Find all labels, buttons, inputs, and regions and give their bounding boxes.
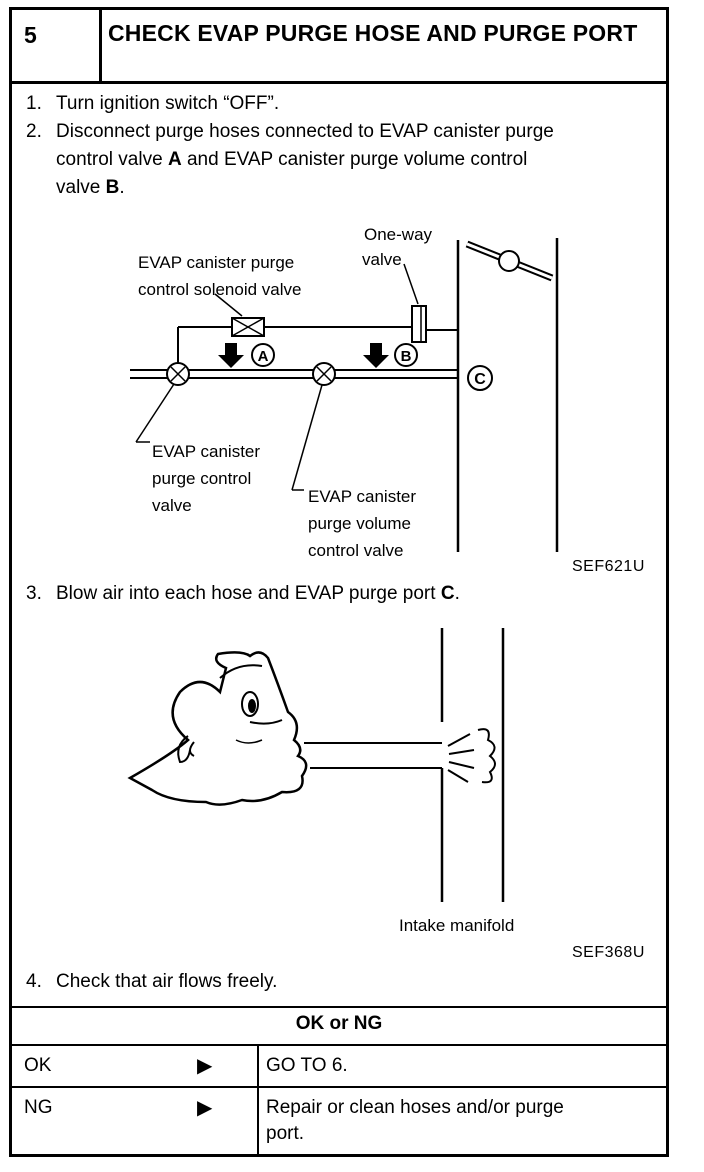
label-one-way-1: One-way: [364, 225, 433, 244]
result-ok-condition: OK: [24, 1055, 52, 1076]
header-divider: [99, 10, 102, 81]
label-volume-3: control valve: [308, 541, 403, 560]
label-control-1: EVAP canister: [152, 442, 260, 461]
result-ok-arrow-icon: ▶: [197, 1055, 213, 1077]
evap-hose-diagram: A B C One-way valve EVAP canister purge …: [130, 225, 559, 560]
result-ng-arrow-icon: ▶: [197, 1097, 213, 1119]
result-heading: OK or NG: [295, 1013, 383, 1034]
label-volume-1: EVAP canister: [308, 487, 416, 506]
instruction-2: 2.Disconnect purge hoses connected to EV…: [26, 121, 554, 198]
label-solenoid-1: EVAP canister purge: [138, 253, 294, 272]
marker-b: B: [401, 348, 412, 365]
result-ng-condition: NG: [24, 1097, 53, 1118]
instruction-1: 1.Turn ignition switch “OFF”.: [26, 93, 280, 114]
result-top-rule: [12, 1006, 666, 1008]
label-control-2: purge control: [152, 469, 251, 488]
result-heading-rule: [12, 1044, 666, 1046]
instruction-3: 3.Blow air into each hose and EVAP purge…: [26, 583, 460, 604]
label-intake-manifold: Intake manifold: [399, 916, 514, 935]
step-title: CHECK EVAP PURGE HOSE AND PURGE PORT: [108, 20, 638, 46]
marker-a: A: [258, 348, 269, 365]
figure-ref-1: SEF621U: [572, 558, 645, 575]
result-row-rule: [12, 1086, 666, 1088]
blow-air-illustration: Intake manifold: [127, 628, 514, 935]
result-ok-action: GO TO 6.: [266, 1055, 348, 1076]
label-control-3: valve: [152, 496, 192, 515]
label-solenoid-2: control solenoid valve: [138, 280, 301, 299]
procedure-card: 5 CHECK EVAP PURGE HOSE AND PURGE PORT 1…: [9, 7, 669, 1157]
label-one-way-2: valve: [362, 250, 402, 269]
marker-c: C: [474, 371, 486, 388]
step-header: 5 CHECK EVAP PURGE HOSE AND PURGE PORT: [12, 10, 666, 84]
instruction-4: 4.Check that air flows freely.: [26, 971, 278, 992]
figure-ref-2: SEF368U: [572, 944, 645, 961]
result-ng-action: Repair or clean hoses and/or purge port.: [266, 1097, 564, 1144]
label-volume-2: purge volume: [308, 514, 411, 533]
result-column-divider: [257, 1044, 259, 1154]
step-number: 5: [24, 22, 37, 48]
